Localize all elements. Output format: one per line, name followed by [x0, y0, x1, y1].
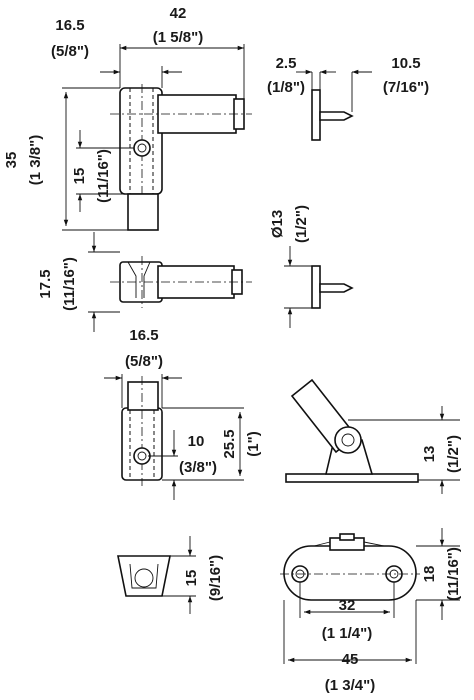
dim-plate-length-in: (1 3/4") [325, 677, 375, 694]
view-pivot-bracket [285, 378, 460, 494]
dim-mid-width: 16.5 [129, 327, 158, 344]
dim-plate-18-in: (11/16") [445, 547, 462, 601]
dim-hole-10: 10 [188, 433, 205, 450]
dim-flange-dia-in: (1/2") [293, 205, 310, 243]
view-hinge-plan [104, 374, 244, 500]
view-hinge-front [62, 44, 252, 231]
dim-top-width: 16.5 [55, 17, 84, 34]
dim-flange-thk: 2.5 [276, 55, 297, 72]
dim-pivot-13: 13 [421, 446, 438, 463]
dim-hole-spacing-in: (1 1/4") [322, 625, 372, 642]
view-hinge-side [88, 232, 252, 332]
dim-pin-len: 10.5 [391, 55, 420, 72]
dim-height-35-in: (1 3/8") [27, 135, 44, 185]
dim-pivot-13-in: (1/2") [445, 435, 462, 473]
base-plate [285, 473, 419, 483]
hinge-hole [133, 139, 151, 157]
dim-cup-15: 15 [183, 570, 200, 587]
view-pin-side [296, 69, 372, 141]
view-cup [117, 536, 196, 614]
dim-height-255-in: (1") [245, 431, 262, 456]
dim-hole-15-in: (11/16") [95, 149, 112, 203]
dim-hole-10-in: (3/8") [179, 459, 217, 476]
dim-height-35: 35 [3, 152, 20, 169]
dim-cup-15-in: (9/16") [207, 555, 224, 601]
dim-pin-len-in: (7/16") [383, 79, 429, 96]
cup-body [117, 555, 171, 597]
dim-flange-thk-in: (1/8") [267, 79, 305, 96]
dim-hole-15: 15 [71, 168, 88, 185]
dim-flange-dia: Ø13 [269, 210, 286, 238]
dim-height-255: 25.5 [221, 429, 238, 458]
dim-top-length-in: (1 5/8") [153, 29, 203, 46]
dim-side-175: 17.5 [37, 269, 54, 298]
dim-hole-spacing: 32 [339, 597, 356, 614]
dim-top-width-in: (5/8") [51, 43, 89, 60]
pin-flange [311, 89, 321, 141]
dimension-labels: 16.5 (5/8") 42 (1 5/8") 2.5 (1/8") 10.5 … [3, 5, 462, 694]
dim-plate-length: 45 [342, 651, 359, 668]
dim-mid-width-in: (5/8") [125, 353, 163, 370]
hinge-tail [127, 193, 159, 231]
dim-plate-18: 18 [421, 566, 438, 583]
dim-side-175-in: (11/16") [61, 257, 78, 311]
view-mounting-plate [280, 528, 460, 664]
dim-top-length: 42 [170, 5, 187, 22]
view-pin-diameter [284, 246, 354, 328]
